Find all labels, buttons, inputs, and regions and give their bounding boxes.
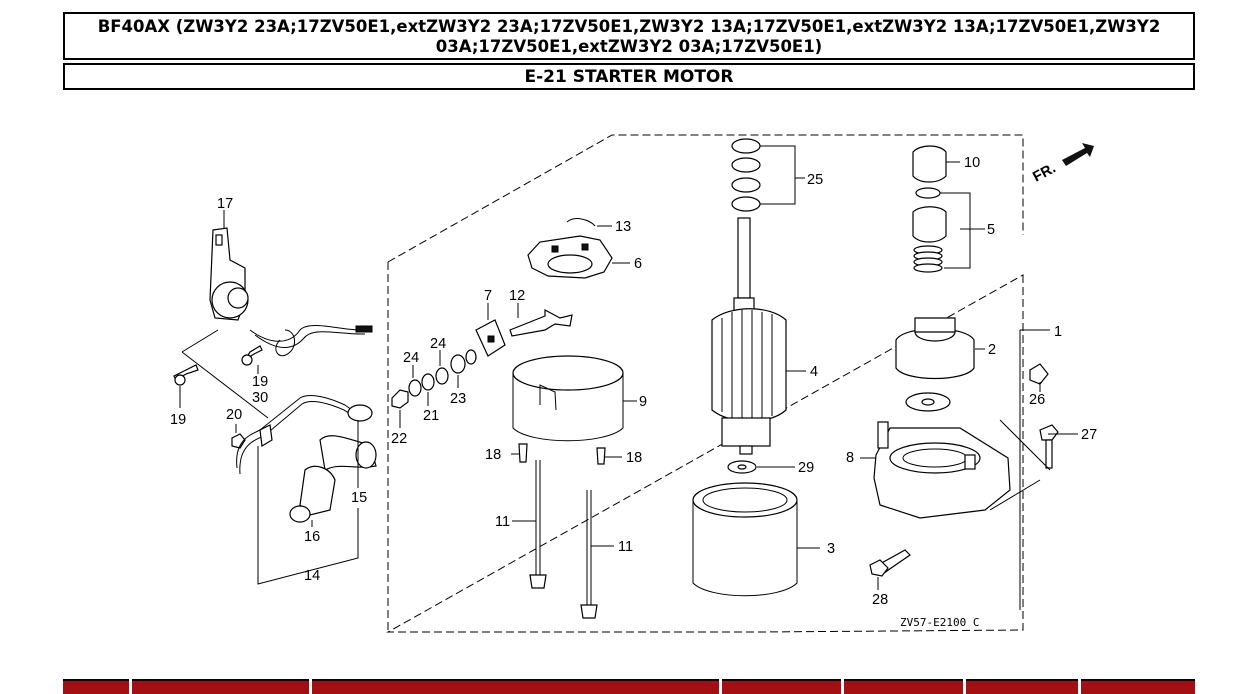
table-header-cell [312,679,719,694]
callout-22: 22 [391,431,407,447]
part-19-bolts [173,345,263,386]
callout-23: 23 [450,391,466,407]
direction-label: FR. [1030,160,1058,185]
model-line-1: BF40AX (ZW3Y2 23A;17ZV50E1,extZW3Y2 23A;… [97,17,1161,36]
callout-3: 3 [827,541,835,557]
part-13-clip [566,218,596,227]
table-header-cell [844,679,963,694]
part-12-screw [509,309,573,337]
part-10-cap [912,145,947,183]
part-18-screws [518,443,606,465]
part-25-washers [731,138,761,212]
callout-27: 27 [1081,427,1097,443]
part-4-armature [711,217,787,455]
callout-25: 25 [807,172,823,188]
callout-19-right: 19 [252,374,268,390]
model-header: BF40AX (ZW3Y2 23A;17ZV50E1,extZW3Y2 23A;… [63,12,1195,60]
section-title-text: E-21 STARTER MOTOR [524,67,734,87]
assembly-outline [386,134,1024,633]
callout-12: 12 [509,288,525,304]
callout-11-left: 11 [495,514,510,530]
parts-table-header [63,679,1195,694]
callout-13: 13 [615,219,631,235]
leader-lines [179,145,1078,610]
callout-18-right: 18 [626,450,642,466]
callout-30: 30 [252,390,268,406]
callout-20: 20 [226,407,242,423]
part-7-terminal [475,319,506,357]
part-2-pinion [895,317,975,380]
table-header-cell [1081,679,1195,694]
part-26-collar [1029,363,1049,385]
callout-29: 29 [798,460,814,476]
callout-28: 28 [872,592,888,608]
callout-2: 2 [988,342,996,358]
callout-1: 1 [1054,324,1062,340]
callout-7: 7 [484,288,492,304]
callout-16: 16 [304,529,320,545]
table-header-cell [722,679,841,694]
callout-15: 15 [351,490,367,506]
callout-6: 6 [634,256,642,272]
model-line-2: 03A;17ZV50E1,extZW3Y2 03A;17ZV50E1) [435,37,823,56]
callout-9: 9 [639,394,647,410]
callout-24-left: 24 [403,350,419,366]
callout-labels: 10 5 25 13 6 7 12 17 4 9 2 1 26 27 8 29 … [170,155,1097,629]
callout-11-right: 11 [618,539,633,555]
callout-5: 5 [987,222,995,238]
callout-14: 14 [304,568,320,584]
front-arrow-icon [1062,143,1094,166]
callout-26: 26 [1029,392,1045,408]
section-title: E-21 STARTER MOTOR [63,63,1195,90]
part-14-cable [236,395,377,523]
callout-24-right: 24 [430,336,446,352]
callout-21: 21 [423,408,439,424]
callout-8: 8 [846,450,854,466]
callout-10: 10 [964,155,980,171]
part-29-washer [727,460,757,474]
callout-18-left: 18 [485,447,501,463]
drawing-code: ZV57-E2100 C [900,616,979,629]
callout-19-left: 19 [170,412,186,428]
table-header-cell [966,679,1078,694]
part-28-bolt [869,549,911,577]
part-27-bolt [1039,424,1059,469]
part-11-bolts [529,460,598,619]
part-5-collar-spring [912,187,947,273]
part-3-yoke [692,482,798,597]
callout-17: 17 [217,196,233,212]
washers-21-24 [391,349,477,409]
pinion-washer [905,392,951,412]
callout-4: 4 [810,364,818,380]
parts-diagram: 10 5 25 13 6 7 12 17 4 9 2 1 26 27 8 29 … [170,134,1097,633]
part-6-brush-holder [527,235,613,279]
table-header-cell [63,679,129,694]
part-20-nut [231,433,246,449]
part-8-end-cover [873,421,1011,519]
part-17-bracket [209,227,373,357]
table-header-cell [132,679,309,694]
part-9-cover [512,355,624,442]
